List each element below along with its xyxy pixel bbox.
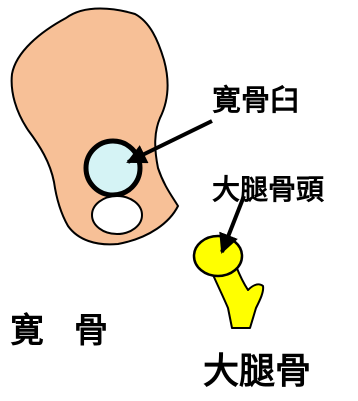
acetabulum-label: 寛骨臼	[212, 83, 300, 117]
femoral-head-leader-arrow	[219, 195, 246, 254]
acetabulum-leader-arrow	[126, 119, 213, 164]
femur-shaft-shape	[209, 265, 265, 329]
acetabulum-socket	[83, 138, 143, 198]
femoral-head-label: 大腿骨頭	[212, 173, 325, 206]
hip-bone-label: 寛骨	[10, 311, 138, 351]
femoral-head-shape	[192, 234, 244, 278]
obturator-foramen	[91, 195, 143, 235]
femur-label: 大腿骨	[203, 351, 312, 392]
